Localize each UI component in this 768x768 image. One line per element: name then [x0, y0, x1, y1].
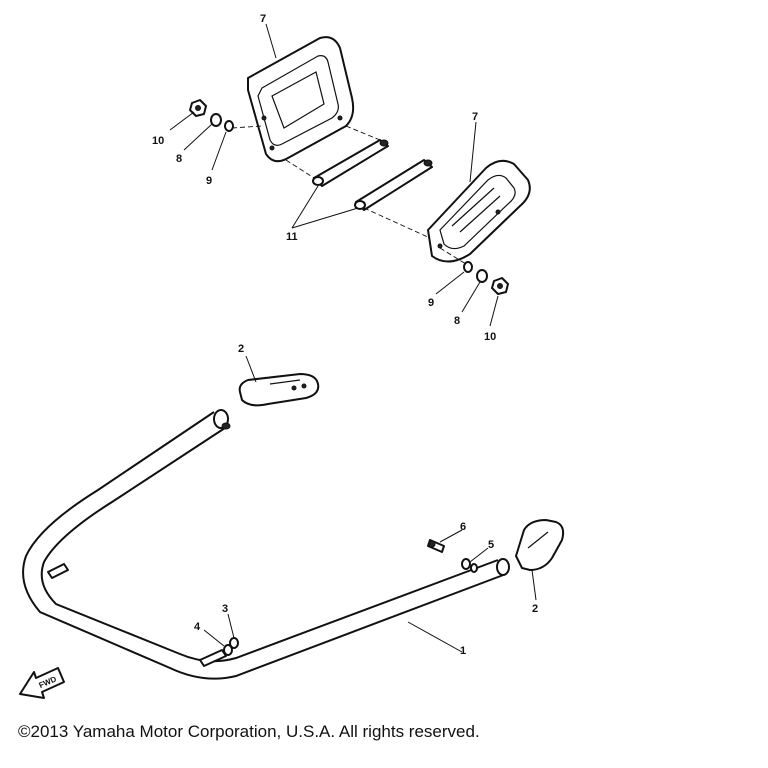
leader-11b — [291, 207, 359, 229]
leader-9-left — [211, 131, 227, 171]
leader-2-lower — [531, 569, 537, 601]
callout-9-right: 9 — [428, 297, 434, 309]
callout-7-lower: 7 — [472, 111, 478, 123]
leader-5 — [469, 547, 489, 563]
leader-3 — [227, 613, 235, 639]
callout-2-lower: 2 — [532, 603, 538, 615]
alignment-line — [439, 247, 467, 265]
clamp-upper — [238, 373, 320, 407]
washer-right — [476, 269, 488, 283]
alignment-line — [363, 207, 431, 239]
washer-left — [210, 113, 222, 127]
nut-right — [491, 277, 509, 295]
callout-11: 11 — [286, 231, 298, 243]
bolt-lower — [354, 159, 433, 211]
bolt-6 — [427, 539, 445, 553]
leader-10-right — [489, 295, 499, 327]
callout-4: 4 — [194, 621, 201, 633]
leader-8-right — [461, 281, 481, 313]
callout-8-left: 8 — [176, 153, 182, 165]
leader-1 — [407, 621, 463, 653]
callout-9-left: 9 — [206, 175, 212, 187]
callout-10-left: 10 — [152, 135, 164, 147]
callout-2-upper: 2 — [238, 343, 244, 355]
callout-10-right: 10 — [484, 331, 496, 343]
callout-1: 1 — [460, 645, 466, 657]
copyright-notice: ©2013 Yamaha Motor Corporation, U.S.A. A… — [18, 722, 480, 741]
leader-4 — [203, 629, 225, 647]
alignment-line — [231, 125, 263, 129]
washer-4 — [223, 644, 233, 656]
leader-6 — [439, 529, 463, 543]
leader-7-upper — [265, 23, 277, 59]
bolt-upper — [312, 139, 389, 187]
leader-8-left — [183, 123, 213, 151]
leader-10-left — [169, 111, 195, 131]
callout-5: 5 — [488, 539, 494, 551]
washer-5b — [470, 563, 478, 573]
plate-lower — [427, 159, 531, 263]
callout-6: 6 — [460, 521, 466, 533]
callout-7-upper: 7 — [260, 13, 266, 25]
alignment-line — [345, 125, 381, 141]
leader-9-right — [435, 271, 465, 295]
leader-11a — [291, 185, 319, 229]
bolt-4 — [199, 649, 227, 667]
alignment-line — [285, 159, 315, 179]
leader-2-upper — [245, 355, 257, 383]
fwd-arrow-icon: FWD — [19, 667, 65, 699]
plate-upper — [247, 36, 355, 163]
nut-3 — [229, 637, 239, 649]
callout-3: 3 — [222, 603, 228, 615]
lockwasher-right — [463, 261, 473, 273]
lockwasher-left — [224, 120, 234, 132]
clamp-lower — [515, 519, 565, 571]
callout-8-right: 8 — [454, 315, 460, 327]
washer-5 — [461, 558, 471, 570]
leader-7-lower — [469, 121, 477, 183]
